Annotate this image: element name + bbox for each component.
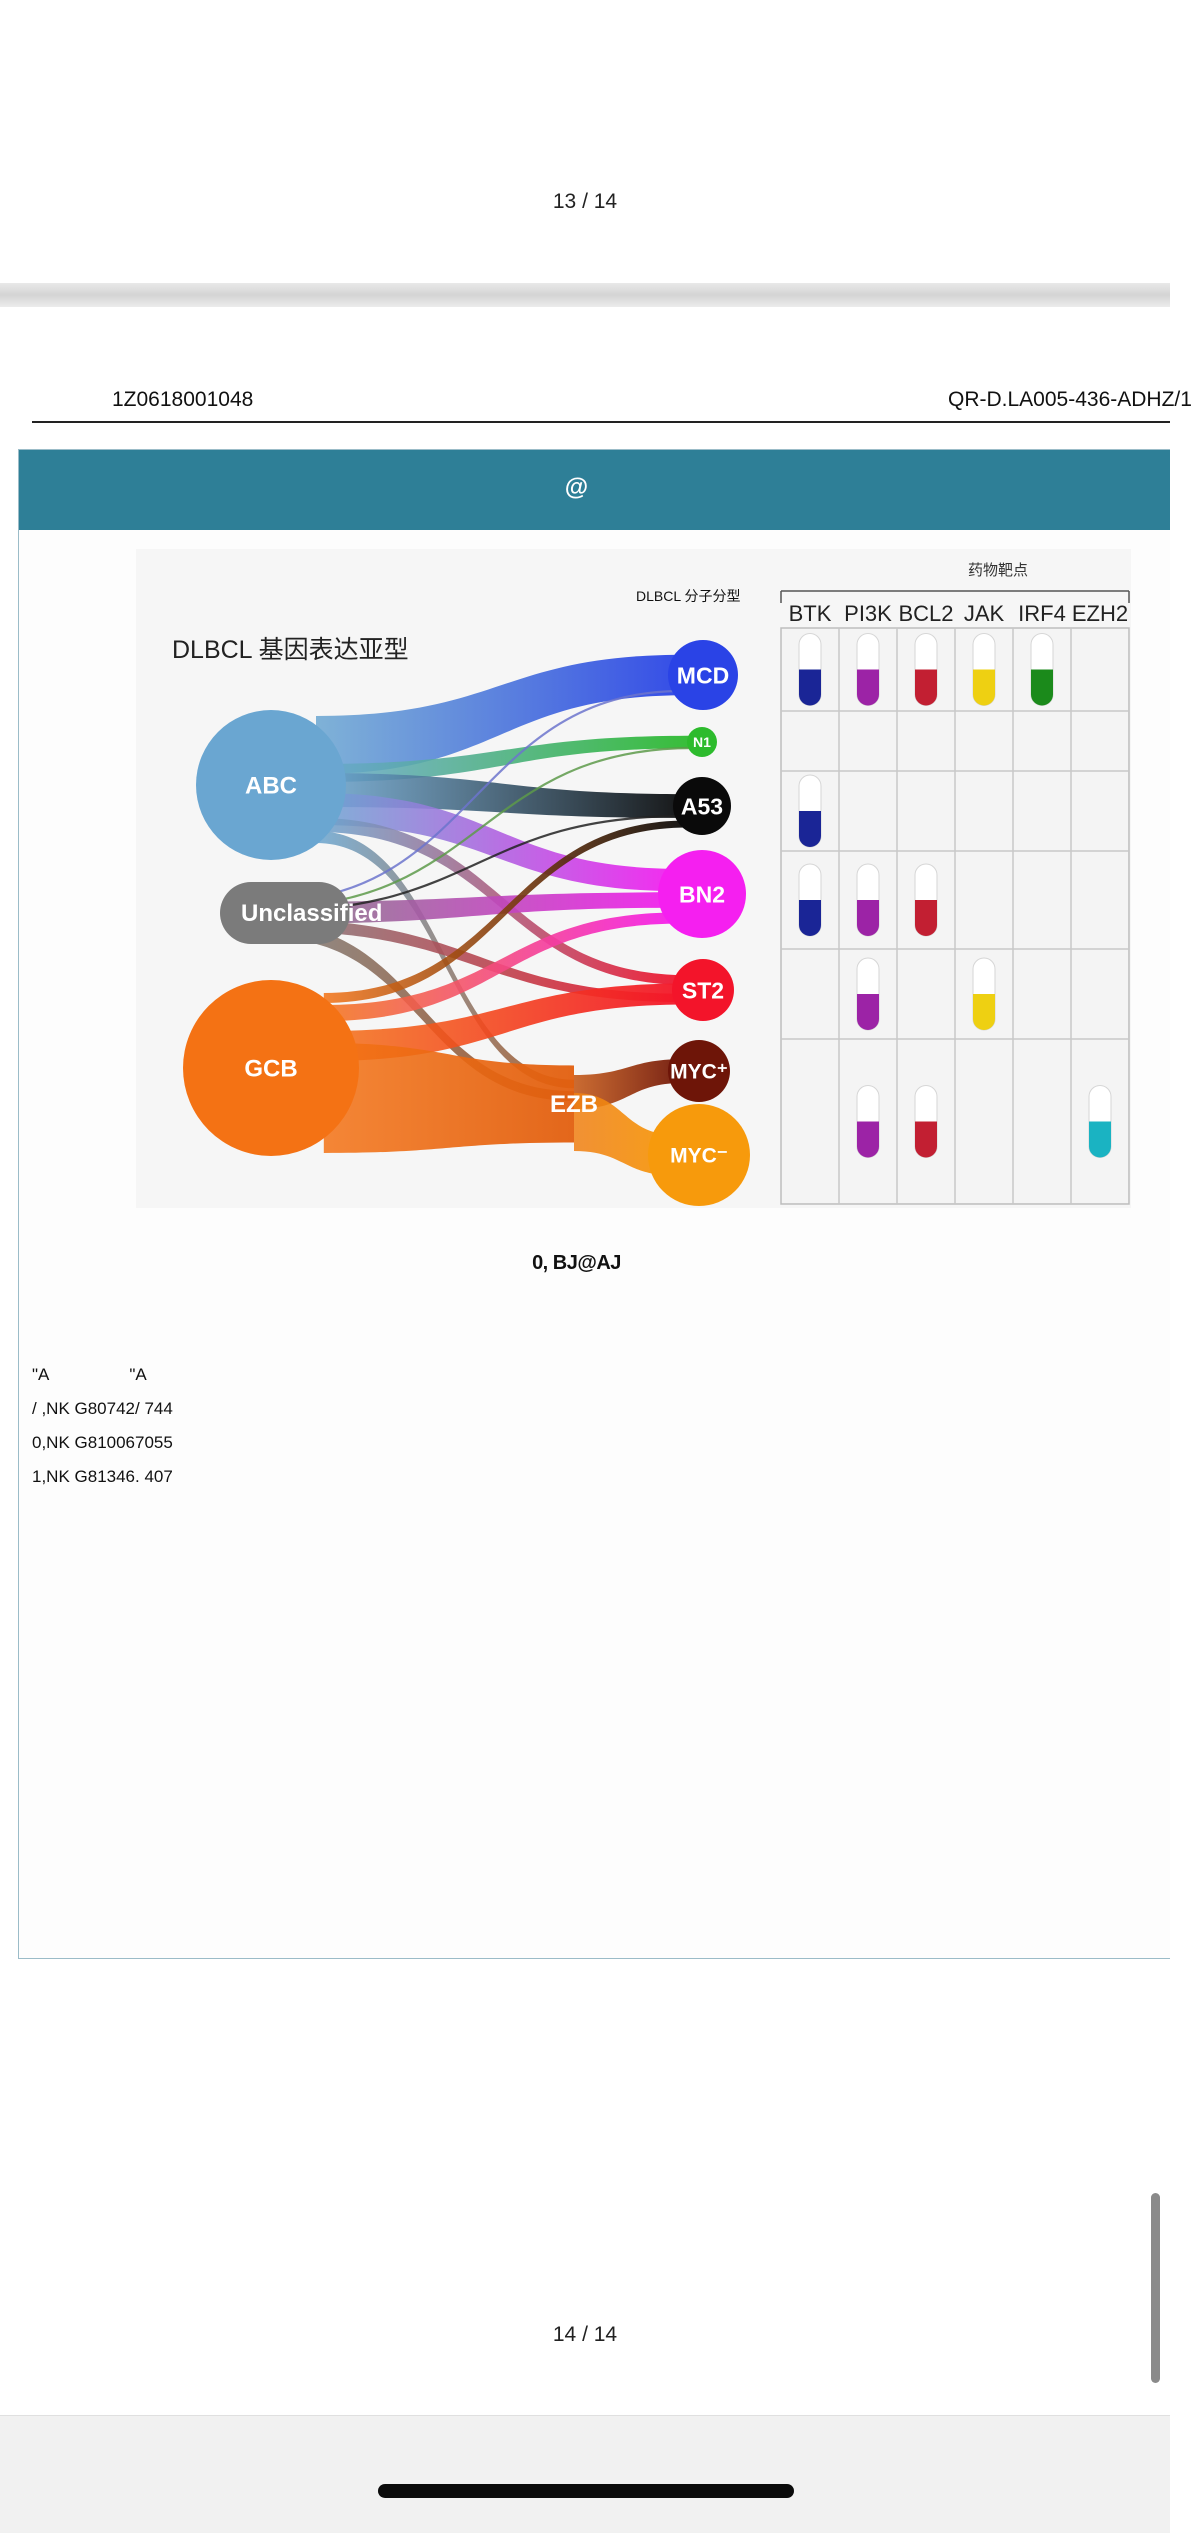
drug-capsule xyxy=(856,957,880,1031)
drug-capsule xyxy=(856,863,880,937)
info-header-col1: "A xyxy=(32,1365,50,1384)
section-banner-title: @ xyxy=(564,474,589,501)
scrollbar-thumb[interactable] xyxy=(1151,2193,1160,2383)
document-id-left: 1Z0618001048 xyxy=(112,388,254,411)
ezb-label: EZB xyxy=(550,1091,598,1118)
home-indicator[interactable] xyxy=(378,2484,794,2498)
document-id-right: QR-D.LA005-436-ADHZ/1 xyxy=(948,388,1192,411)
drug-capsule xyxy=(1088,1085,1112,1158)
flow-ribbons xyxy=(269,654,695,1176)
source-label-abc: ABC xyxy=(245,773,297,800)
flow-ribbon xyxy=(323,983,688,1061)
target-header: BTK xyxy=(789,601,832,626)
subtype-node-mcd xyxy=(668,640,738,710)
subtype-label-st2: ST2 xyxy=(682,977,724,1003)
drug-capsule xyxy=(856,1085,880,1158)
subtype-label-mycn: MYC⁻ xyxy=(670,1145,728,1168)
subtype-node-n1 xyxy=(687,727,717,757)
drug-capsule xyxy=(856,633,880,706)
section-banner: @ xyxy=(19,450,1170,530)
drug-capsule xyxy=(798,774,822,848)
flow-ribbon xyxy=(269,924,574,1101)
target-header: JAK xyxy=(964,601,1005,626)
flow-ribbon xyxy=(316,793,680,892)
flow-ribbon xyxy=(269,919,688,1003)
subtype-label-bn2: BN2 xyxy=(679,881,725,907)
drug-capsule xyxy=(1030,633,1054,706)
subtype-label-a53: A53 xyxy=(681,793,723,819)
flow-ribbon xyxy=(269,892,680,924)
source-label-unclassified: Unclassified xyxy=(241,900,382,927)
drug-capsule xyxy=(914,1085,938,1158)
targets-label: 药物靶点 xyxy=(968,562,1028,579)
flow-ribbon xyxy=(323,1043,574,1153)
drug-capsule xyxy=(972,633,996,706)
subtype-node-st2 xyxy=(672,959,734,1021)
subtype-node-a53 xyxy=(673,777,731,835)
info-header-row: "A "A xyxy=(32,1358,173,1392)
drug-capsule xyxy=(798,633,822,706)
subtype-label-n1: N1 xyxy=(693,734,711,750)
info-row: / ,NK G80742/ 744 xyxy=(32,1399,173,1418)
flow-ribbon xyxy=(323,912,680,1021)
header-rule xyxy=(32,421,1170,423)
target-header: PI3K xyxy=(844,601,892,626)
bottom-toolbar-area xyxy=(0,2415,1170,2533)
page-separator xyxy=(0,283,1170,307)
subtype-label-mcd: MCD xyxy=(677,662,729,688)
flow-line xyxy=(269,746,694,909)
info-header-col2: "A xyxy=(129,1365,147,1384)
figure-title: DLBCL 基因表达亚型 xyxy=(172,636,409,664)
flow-ribbon xyxy=(574,1059,684,1109)
drug-capsule xyxy=(798,863,822,937)
source-label-gcb: GCB xyxy=(244,1056,297,1083)
flow-ribbon xyxy=(323,820,688,1003)
flow-line xyxy=(269,689,683,903)
page-indicator-top: 13 / 14 xyxy=(552,190,618,213)
page-indicator-bottom: 14 / 14 xyxy=(552,2323,618,2346)
flow-ribbon xyxy=(316,654,686,774)
target-header: BCL2 xyxy=(898,601,953,626)
source-node-gcb xyxy=(183,980,359,1156)
source-node-unclassified xyxy=(220,882,350,944)
subtypes-label: DLBCL 分子分型 xyxy=(636,588,741,604)
info-block: "A "A / ,NK G80742/ 744 0,NK G810067055 1… xyxy=(32,1358,173,1494)
figure-caption: 0, BJ@AJ xyxy=(532,1252,621,1274)
drug-capsule xyxy=(914,633,938,706)
subtype-label-mycp: MYC⁺ xyxy=(670,1061,728,1084)
target-header: EZH2 xyxy=(1072,601,1128,626)
subtype-node-mycp xyxy=(668,1040,730,1102)
drug-capsule xyxy=(972,957,996,1031)
target-header: IRF4 xyxy=(1018,601,1066,626)
flow-ribbon xyxy=(316,735,695,782)
subtype-node-bn2 xyxy=(658,850,746,938)
source-node-abc xyxy=(196,710,346,860)
info-row: 1,NK G81346. 407 xyxy=(32,1467,173,1486)
info-row: 0,NK G810067055 xyxy=(32,1433,173,1452)
drug-capsule xyxy=(914,863,938,937)
subtype-node-mycn xyxy=(648,1104,750,1206)
